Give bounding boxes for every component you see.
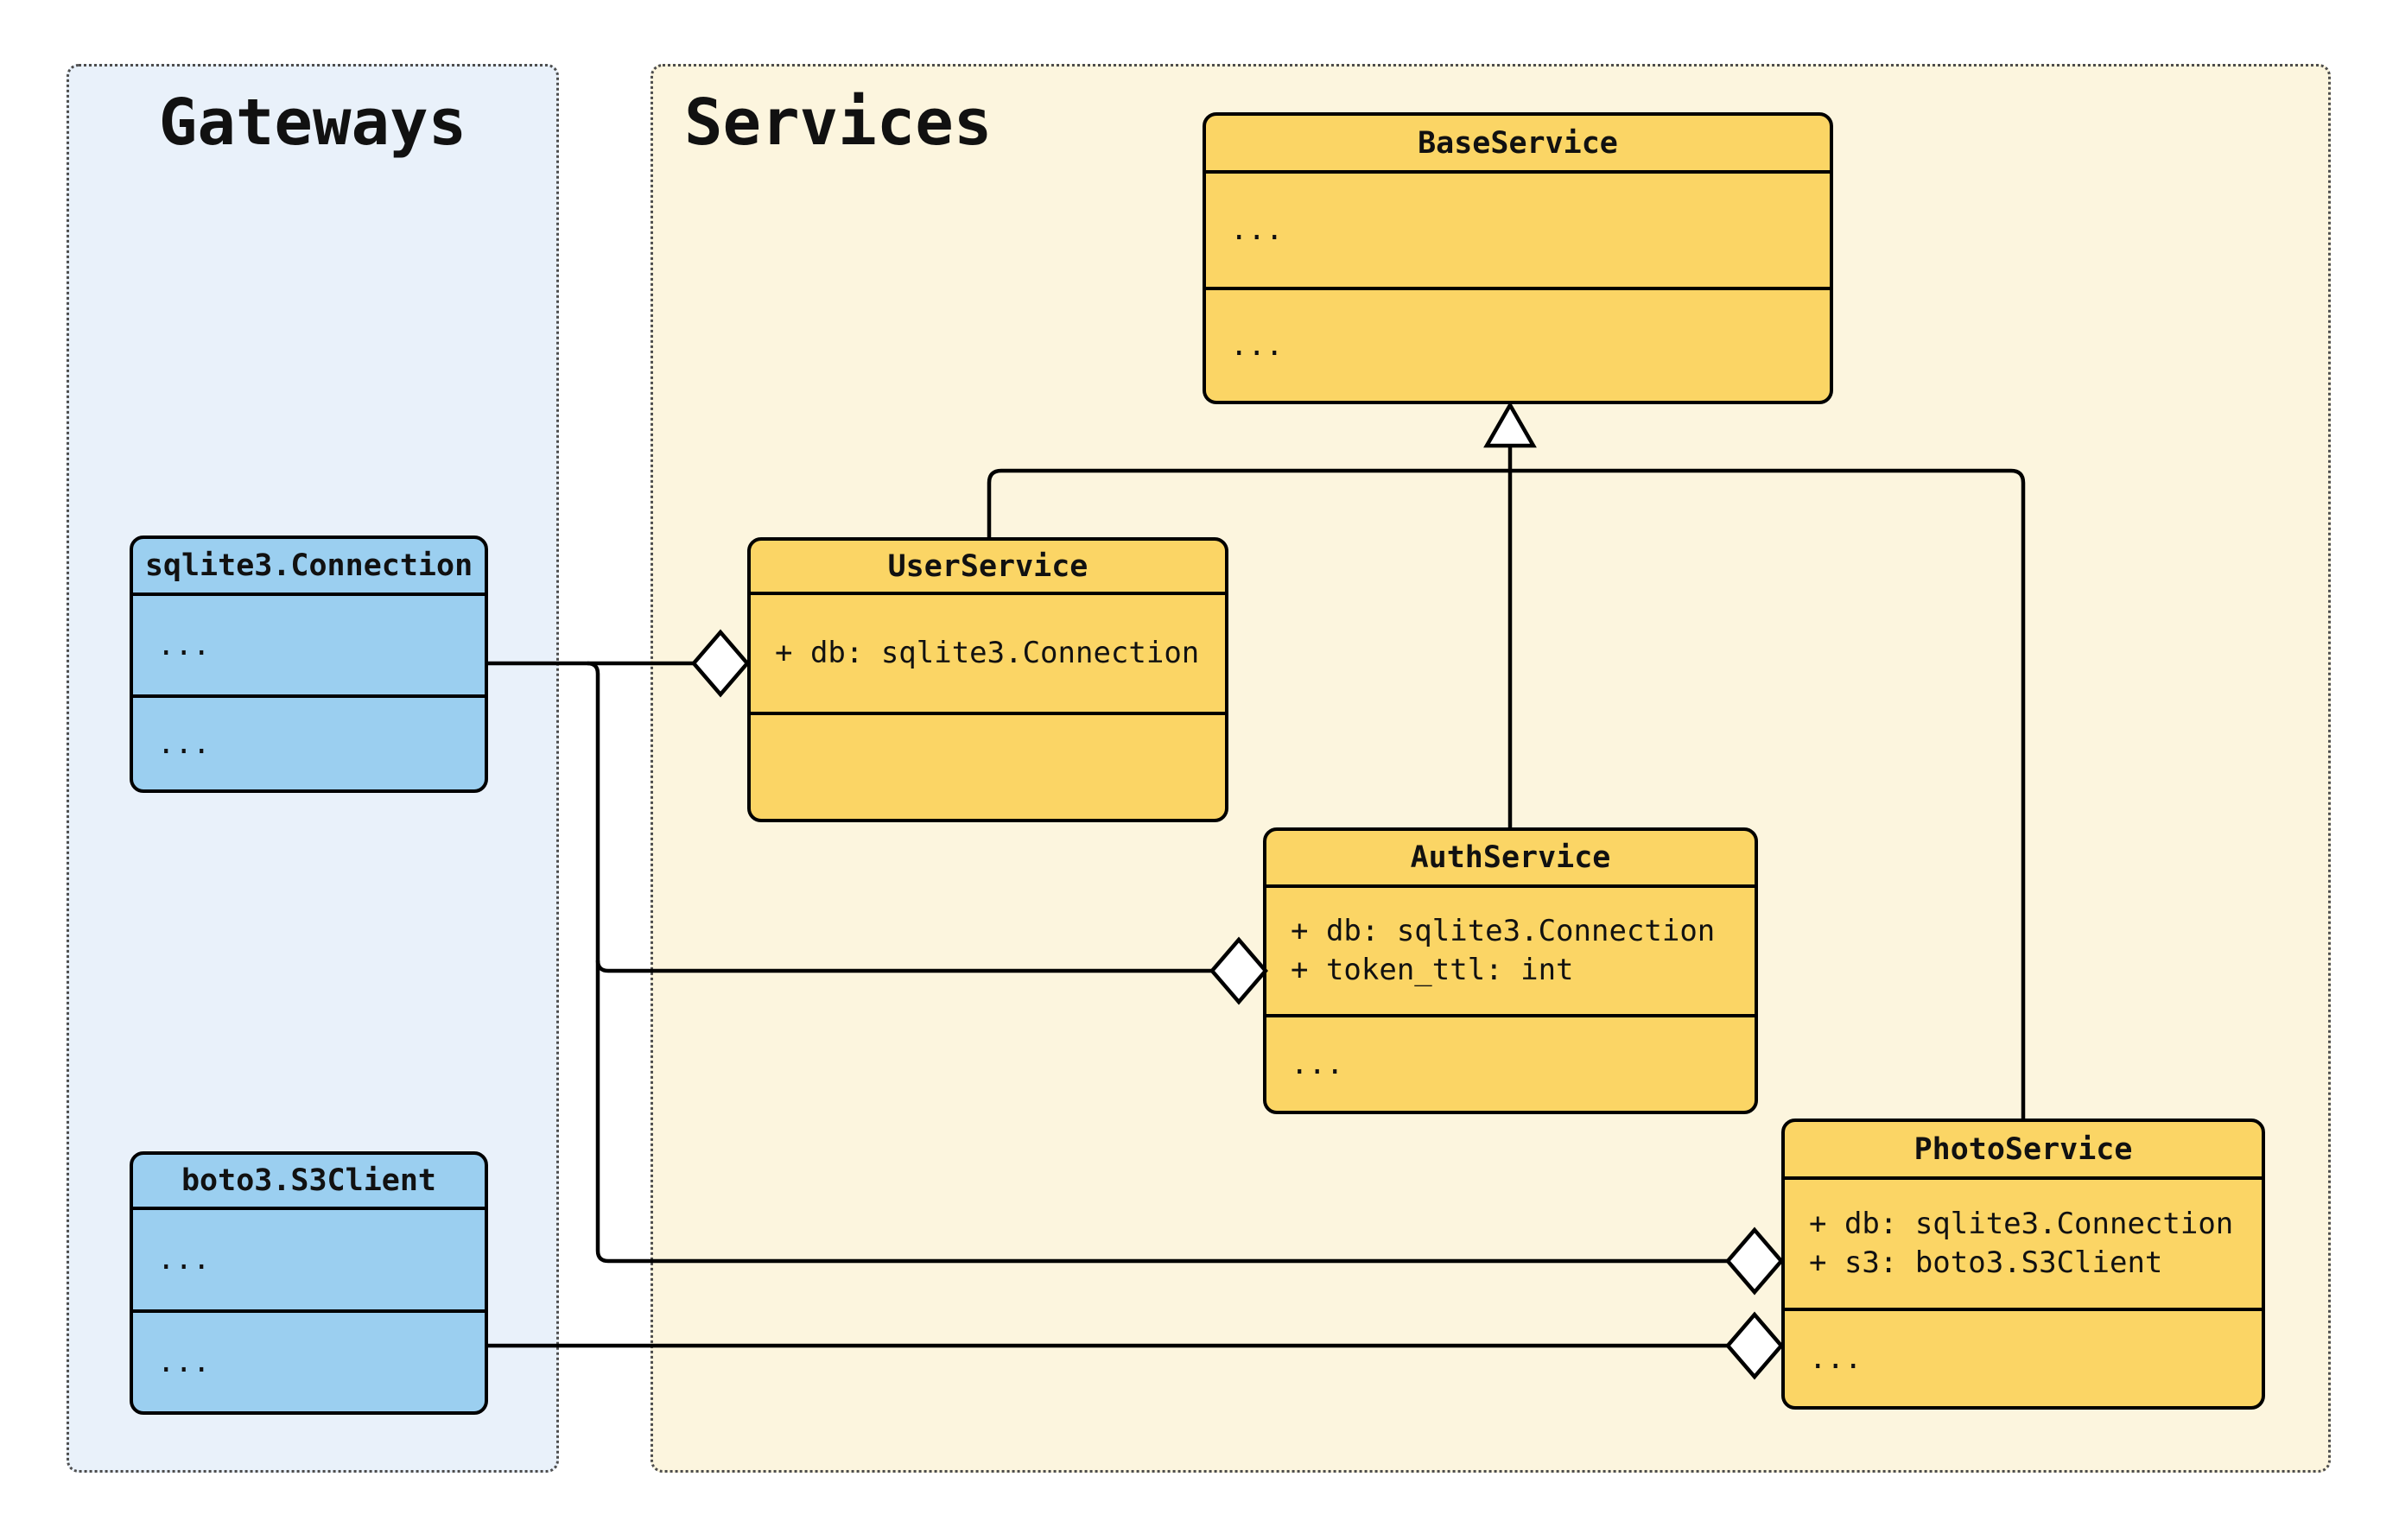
class-sqlite3-connection-methods: ... bbox=[133, 694, 485, 789]
attribute-line: ... bbox=[157, 627, 211, 662]
class-photoservice-attributes: + db: sqlite3.Connection + s3: boto3.S3C… bbox=[1785, 1176, 2262, 1308]
class-baseservice-attributes: ... bbox=[1206, 170, 1830, 287]
method-line: ... bbox=[157, 1344, 211, 1379]
group-gateways-title: Gateways bbox=[158, 86, 467, 160]
attribute-line: + db: sqlite3.Connection bbox=[1291, 914, 1716, 949]
class-sqlite3-connection-title: sqlite3.Connection bbox=[144, 548, 473, 583]
class-sqlite3-connection: sqlite3.Connection ... ... bbox=[130, 536, 488, 793]
class-baseservice: BaseService ... ... bbox=[1203, 112, 1833, 404]
class-baseservice-title: BaseService bbox=[1418, 125, 1618, 161]
class-authservice-attributes: + db: sqlite3.Connection + token_ttl: in… bbox=[1266, 884, 1755, 1014]
method-line: ... bbox=[1230, 327, 1284, 363]
attribute-line: ... bbox=[1230, 212, 1284, 248]
class-photoservice-title: PhotoService bbox=[1913, 1131, 2133, 1167]
attribute-line: ... bbox=[157, 1242, 211, 1277]
class-userservice: UserService + db: sqlite3.Connection bbox=[747, 537, 1228, 822]
class-sqlite3-connection-attributes: ... bbox=[133, 593, 485, 694]
class-userservice-title: UserService bbox=[887, 548, 1088, 584]
class-photoservice: PhotoService + db: sqlite3.Connection + … bbox=[1781, 1119, 2265, 1410]
class-userservice-methods bbox=[751, 712, 1225, 819]
class-boto3-s3client-title: boto3.S3Client bbox=[181, 1163, 436, 1198]
method-line: ... bbox=[1809, 1340, 1863, 1376]
attribute-line: + db: sqlite3.Connection bbox=[1809, 1207, 2234, 1242]
class-authservice: AuthService + db: sqlite3.Connection + t… bbox=[1263, 827, 1758, 1114]
class-boto3-s3client: boto3.S3Client ... ... bbox=[130, 1151, 488, 1415]
class-boto3-s3client-methods: ... bbox=[133, 1309, 485, 1411]
class-photoservice-methods: ... bbox=[1785, 1308, 2262, 1406]
method-line: ... bbox=[1291, 1046, 1344, 1081]
method-line: ... bbox=[157, 726, 211, 761]
class-authservice-methods: ... bbox=[1266, 1014, 1755, 1111]
attribute-line: + db: sqlite3.Connection bbox=[775, 636, 1200, 671]
group-services-title: Services bbox=[684, 86, 993, 160]
class-authservice-title: AuthService bbox=[1410, 840, 1611, 875]
class-boto3-s3client-attributes: ... bbox=[133, 1207, 485, 1309]
class-baseservice-methods: ... bbox=[1206, 287, 1830, 401]
attribute-line: + token_ttl: int bbox=[1291, 953, 1574, 987]
class-userservice-attributes: + db: sqlite3.Connection bbox=[751, 592, 1225, 712]
attribute-line: + s3: boto3.S3Client bbox=[1809, 1245, 2163, 1280]
